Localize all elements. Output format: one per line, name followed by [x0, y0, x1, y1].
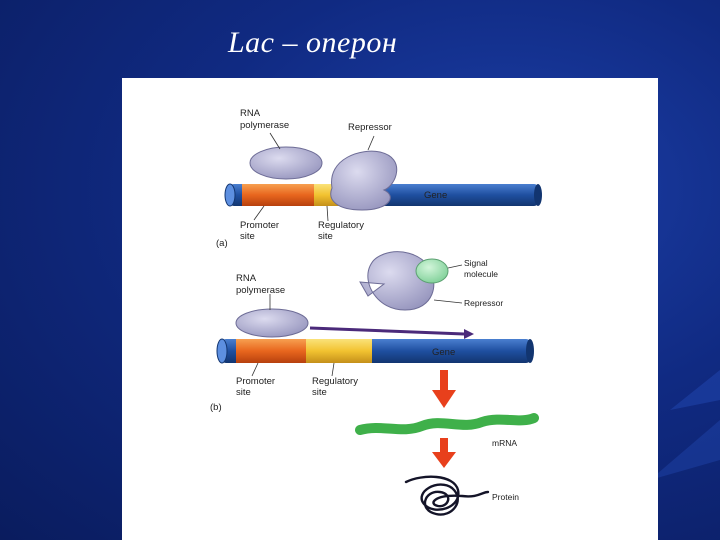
- label-promoter-site-b-1: Promoter: [236, 376, 275, 387]
- svg-text:Promoter: Promoter: [240, 220, 279, 231]
- dna-strand-b: [216, 338, 534, 364]
- label-regulatory-site-b-2: site: [312, 387, 327, 398]
- svg-text:(a): (a): [216, 238, 228, 249]
- label-gene-b: Gene: [432, 347, 455, 358]
- svg-text:Repressor: Repressor: [464, 298, 503, 308]
- svg-text:RNA: RNA: [240, 108, 261, 119]
- slide-decoration: [650, 370, 720, 480]
- label-rna-polymerase-a-2: polymerase: [240, 120, 289, 131]
- label-regulatory-site-a-2: site: [318, 231, 333, 242]
- repressor-bound-a: [330, 150, 398, 211]
- svg-text:Gene: Gene: [424, 190, 447, 201]
- svg-text:Regulatory: Regulatory: [312, 376, 358, 387]
- label-rna-polymerase-a-1: RNA: [240, 108, 261, 119]
- slide-title: Lac – оперон: [228, 26, 398, 59]
- label-promoter-site-b-2: site: [236, 387, 251, 398]
- regulatory-site-b: [306, 339, 372, 363]
- signal-molecule-b: [415, 258, 449, 284]
- svg-text:RNA: RNA: [236, 273, 257, 284]
- svg-text:mRNA: mRNA: [492, 438, 517, 448]
- transcription-arrow: [309, 326, 465, 336]
- rna-polymerase-b: [235, 308, 309, 338]
- svg-text:polymerase: polymerase: [236, 285, 285, 296]
- label-promoter-site-a-1: Promoter: [240, 220, 279, 231]
- protein-coil: [404, 475, 490, 516]
- label-rna-polymerase-b-2: polymerase: [236, 285, 285, 296]
- label-regulatory-site-a-1: Regulatory: [318, 220, 364, 231]
- expression-arrow-2: [432, 438, 456, 468]
- svg-text:molecule: molecule: [464, 269, 498, 279]
- svg-text:site: site: [318, 231, 333, 242]
- mrna-strand: [355, 413, 539, 435]
- promoter-site-a: [242, 184, 314, 206]
- label-repressor-b: Repressor: [464, 298, 503, 308]
- label-repressor-a: Repressor: [348, 122, 392, 133]
- svg-text:site: site: [312, 387, 327, 398]
- label-mrna: mRNA: [492, 438, 517, 448]
- panel-a-tag: (a): [216, 238, 228, 249]
- svg-text:Regulatory: Regulatory: [318, 220, 364, 231]
- label-protein: Protein: [492, 492, 519, 502]
- svg-text:site: site: [236, 387, 251, 398]
- rna-polymerase-a: [249, 146, 323, 180]
- label-rna-polymerase-b-1: RNA: [236, 273, 257, 284]
- label-signal-molecule-2: molecule: [464, 269, 498, 279]
- svg-text:Signal: Signal: [464, 258, 488, 268]
- panel-a: RNA polymerase Repressor Gene Promoter s…: [216, 108, 542, 249]
- promoter-site-b: [236, 339, 306, 363]
- svg-text:site: site: [240, 231, 255, 242]
- svg-text:Promoter: Promoter: [236, 376, 275, 387]
- svg-text:Repressor: Repressor: [348, 122, 392, 133]
- label-promoter-site-a-2: site: [240, 231, 255, 242]
- label-regulatory-site-b-1: Regulatory: [312, 376, 358, 387]
- svg-text:polymerase: polymerase: [240, 120, 289, 131]
- panel-b: RNA polymerase Signal molecule Repressor…: [210, 251, 539, 516]
- lac-operon-diagram: RNA polymerase Repressor Gene Promoter s…: [210, 108, 542, 516]
- svg-text:Protein: Protein: [492, 492, 519, 502]
- expression-arrow-1: [432, 370, 456, 408]
- panel-b-tag: (b): [210, 402, 222, 413]
- label-signal-molecule-1: Signal: [464, 258, 488, 268]
- lac-operon-figure: RNA polymerase Repressor Gene Promoter s…: [122, 78, 658, 540]
- svg-text:Gene: Gene: [432, 347, 455, 358]
- svg-text:(b): (b): [210, 402, 222, 413]
- label-gene-a: Gene: [424, 190, 447, 201]
